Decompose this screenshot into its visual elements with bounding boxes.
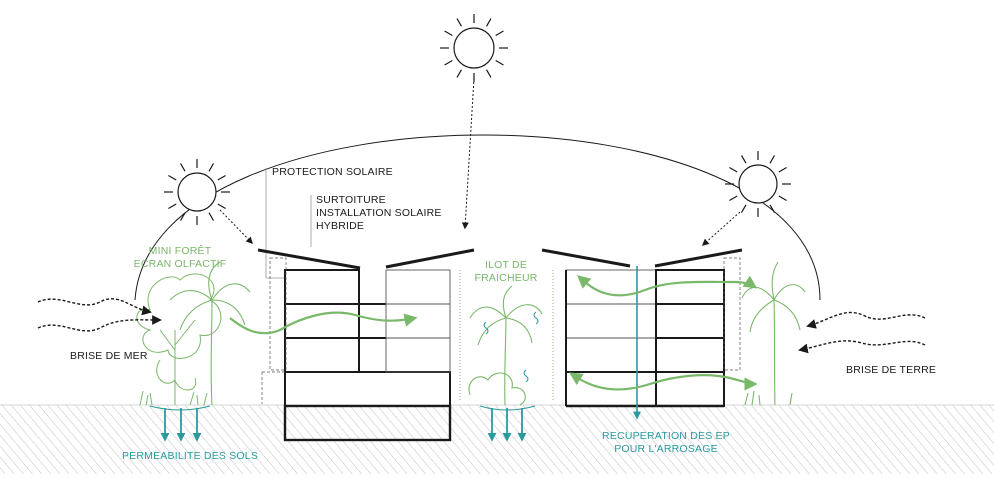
label-recuperation: RECUPERATION DES EP POUR L'ARROSAGE (596, 430, 736, 456)
water-ripple (479, 405, 536, 411)
sun-ray-tick (168, 203, 177, 210)
label-permeabilite: PERMEABILITE DES SOLS (121, 450, 259, 462)
label-mini-foret-line1: MINI FORÊT (148, 245, 212, 257)
label-recuperation-line2: POUR L'ARROSAGE (614, 443, 718, 455)
sun-ray-tick (179, 212, 186, 221)
sun-icon (164, 159, 230, 225)
airflow-arrow (569, 372, 758, 391)
wind-arrow-icon (798, 340, 926, 354)
airflow-arrow (577, 275, 758, 297)
label-brise-de-mer: BRISE DE MER (70, 350, 148, 362)
sun-icon (440, 14, 508, 82)
label-ilot-line2: FRAICHEUR (474, 272, 538, 284)
sun-ray-tick (495, 30, 504, 37)
right-building (541, 248, 743, 408)
sun-ray-tick (456, 18, 463, 27)
sun-ray-tick (778, 166, 787, 173)
cool-air-icon (483, 321, 489, 335)
sun-ray-tick (179, 163, 186, 172)
sun-ray-tick (208, 163, 215, 172)
label-surtoiture-line1: SURTOITURE (316, 194, 386, 206)
label-surtoiture: SURTOITURE INSTALLATION SOLAIRE HYBRIDE (316, 194, 442, 233)
label-ilot-line1: ILOT DE (484, 259, 528, 271)
water-arrow-icon (160, 408, 527, 442)
sun-ray-tick (769, 155, 776, 164)
sun-ray-tick (217, 174, 226, 181)
sun-ray-tick (444, 59, 453, 66)
wind-arrow-icon (37, 298, 152, 316)
sun-ray-tick (485, 69, 492, 78)
sun-ray-center (461, 77, 475, 230)
sun-ray-tick (444, 30, 453, 37)
sun-ray-tick (208, 212, 215, 221)
sun-ray-tick (217, 203, 226, 210)
sun-ray-tick (168, 174, 177, 181)
sun-ray-tick (769, 204, 776, 213)
sun-ray-tick (729, 166, 738, 173)
airflow-arrow (229, 311, 418, 335)
palm-icon (468, 285, 543, 406)
sun-path-arc (134, 134, 821, 301)
label-recuperation-line1: RECUPERATION DES EP (602, 430, 730, 442)
cool-air-icon (533, 311, 539, 325)
label-protection-solaire: PROTECTION SOLAIRE (272, 166, 393, 178)
sun-ray-tick (740, 204, 747, 213)
sun-icon (725, 151, 791, 217)
sun-ray-right (701, 211, 741, 246)
label-brise-de-terre: BRISE DE TERRE (846, 364, 937, 376)
label-surtoiture-line2: INSTALLATION SOLAIRE (316, 207, 442, 219)
palm-icon (169, 261, 251, 406)
cool-air-icon (523, 369, 529, 383)
sun-ray-tick (740, 155, 747, 164)
sun-ray-tick (485, 18, 492, 27)
sun-ray-tick (778, 195, 787, 202)
label-mini-foret: MINI FORÊT ECRAN OLFACTIF (128, 245, 232, 271)
wind-arrow-icon (806, 311, 926, 329)
label-surtoiture-line3: HYBRIDE (316, 220, 365, 232)
tree-icon (136, 273, 222, 406)
label-mini-foret-line2: ECRAN OLFACTIF (133, 258, 227, 270)
left-building (257, 248, 475, 442)
sun-ray-tick (456, 69, 463, 78)
wind-arrow-icon (37, 315, 162, 332)
sun-ray-tick (729, 195, 738, 202)
sun-ray-left (219, 209, 253, 245)
ground-hatch (0, 405, 994, 474)
label-ilot-fraicheur: ILOT DE FRAICHEUR (468, 259, 544, 285)
sun-ray-tick (495, 59, 504, 66)
water-ripple (149, 405, 211, 411)
